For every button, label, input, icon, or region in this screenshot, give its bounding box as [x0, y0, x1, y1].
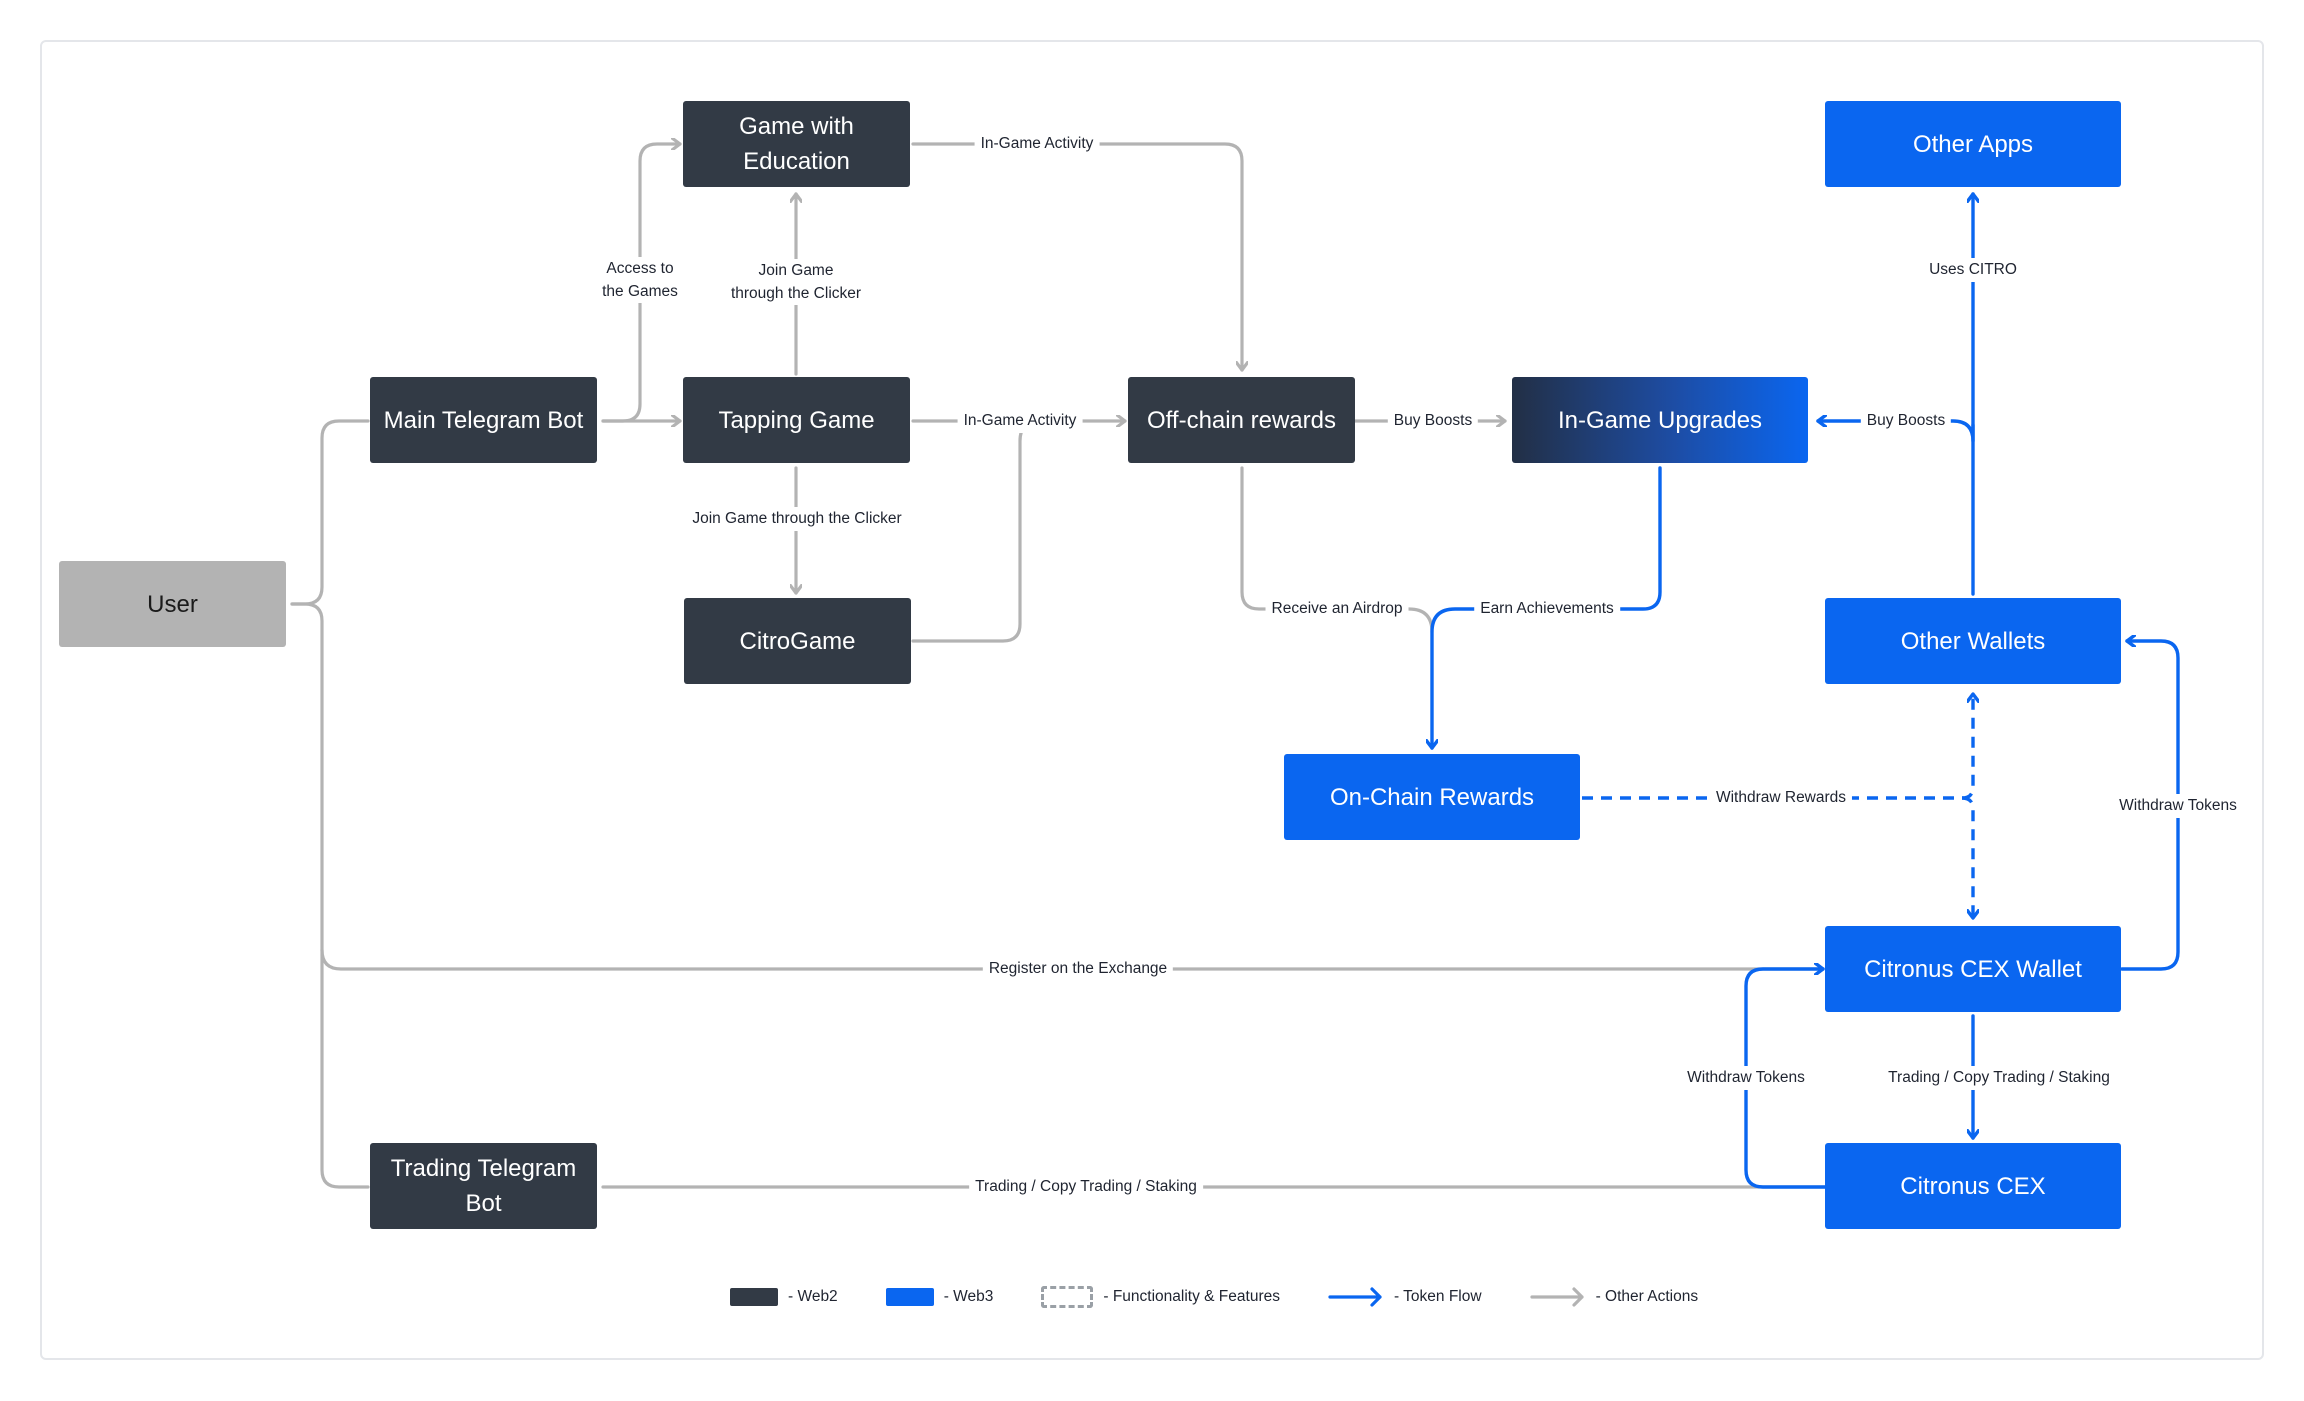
label-access-games: Access to the Games — [596, 257, 684, 303]
edge-user-main-bot — [290, 419, 370, 606]
label-uses-citro: Uses CITRO — [1923, 258, 2023, 282]
web2-swatch — [730, 1288, 778, 1306]
node-main-telegram-bot: Main Telegram Bot — [370, 377, 597, 463]
label-ingame-activity-top: In-Game Activity — [974, 132, 1100, 156]
legend-item-features: - Functionality & Features — [1041, 1286, 1280, 1308]
label-buy-boosts-left: Buy Boosts — [1387, 409, 1479, 433]
label-ingame-activity-mid: In-Game Activity — [957, 409, 1083, 433]
node-citronus-cex-wallet: Citronus CEX Wallet — [1825, 926, 2121, 1012]
blue-arrow-icon — [1328, 1287, 1382, 1307]
node-user: User — [59, 561, 286, 647]
legend-item-web2: - Web2 — [730, 1288, 838, 1306]
web3-swatch — [885, 1288, 934, 1306]
legend: - Web2 - Web3 - Functionality & Features… — [730, 1283, 1698, 1311]
label-join-game-down: Join Game through the Clicker — [686, 507, 908, 531]
node-tapping-game: Tapping Game — [683, 377, 910, 463]
label-trading-right: Trading / Copy Trading / Staking — [1882, 1066, 2116, 1090]
edge-receive-airdrop — [1240, 466, 1434, 634]
node-other-wallets: Other Wallets — [1825, 598, 2121, 684]
edge-withdraw-rewards-down — [1961, 796, 1973, 918]
node-citronus-cex: Citronus CEX — [1825, 1143, 2121, 1229]
legend-item-other-actions: - Other Actions — [1529, 1285, 1699, 1309]
label-earn-achievements: Earn Achievements — [1474, 597, 1620, 621]
label-register-exchange: Register on the Exchange — [982, 957, 1174, 981]
node-other-apps: Other Apps — [1825, 101, 2121, 187]
legend-web3-label: - Web3 — [943, 1288, 994, 1305]
label-withdraw-rewards: Withdraw Rewards — [1709, 786, 1853, 810]
node-citrogame: CitroGame — [684, 598, 911, 684]
edge-user-trading-bot — [290, 602, 370, 1189]
edge-citrogame-offchain — [911, 419, 1042, 643]
edge-withdraw-rewards-up — [1961, 694, 1973, 800]
label-buy-boosts-right: Buy Boosts — [1860, 409, 1952, 433]
legend-item-token-flow: - Token Flow — [1328, 1285, 1482, 1309]
label-withdraw-tokens-left: Withdraw Tokens — [1681, 1066, 1811, 1090]
label-receive-airdrop: Receive an Airdrop — [1265, 597, 1409, 621]
label-trading-bottom: Trading / Copy Trading / Staking — [969, 1175, 1203, 1199]
node-ingame-upgrades: In-Game Upgrades — [1512, 377, 1808, 463]
gray-arrow-icon — [1529, 1287, 1584, 1307]
node-offchain-rewards: Off-chain rewards — [1128, 377, 1355, 463]
dashed-box-icon — [1041, 1286, 1094, 1308]
label-join-game-up: Join Game through the Clicker — [724, 259, 868, 305]
diagram-frame — [40, 40, 2264, 1360]
node-trading-telegram-bot: Trading Telegram Bot — [370, 1143, 597, 1229]
legend-web2-label: - Web2 — [788, 1288, 838, 1305]
legend-other-actions-label: - Other Actions — [1595, 1288, 1699, 1305]
legend-item-web3: - Web3 — [885, 1288, 994, 1306]
node-onchain-rewards: On-Chain Rewards — [1284, 754, 1580, 840]
legend-features-label: - Functionality & Features — [1103, 1288, 1280, 1305]
node-game-education: Game with Education — [683, 101, 910, 187]
edge-education-offchain — [911, 142, 1242, 372]
legend-token-flow-label: - Token Flow — [1393, 1288, 1482, 1305]
label-withdraw-tokens-right: Withdraw Tokens — [2113, 794, 2243, 818]
edge-register-exchange — [320, 948, 1825, 969]
